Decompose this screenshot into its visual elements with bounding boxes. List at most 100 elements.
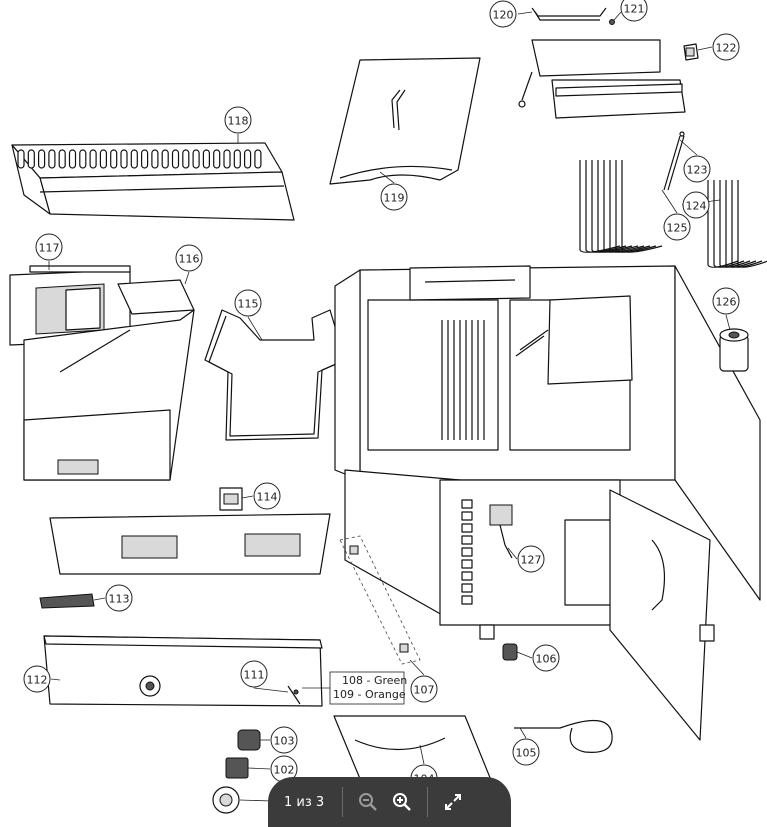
part-101-knob (212, 786, 240, 814)
callout-label: 120 (493, 9, 514, 22)
panel-socket (461, 583, 473, 593)
part-126-cylinder (719, 328, 749, 372)
callout-leader (253, 687, 289, 693)
part-102-switch (225, 757, 249, 779)
callout-label: 119 (384, 192, 405, 205)
callout-123: 123 (683, 155, 711, 183)
part-116-drawer (23, 279, 195, 481)
rack-slot (182, 149, 190, 169)
rack-slot (254, 149, 262, 169)
callout-102: 102 (270, 755, 298, 783)
callout-leader (247, 767, 271, 770)
rack-slot (110, 149, 118, 169)
rack-slot (151, 149, 159, 169)
zoom-out-button[interactable] (351, 785, 385, 819)
rack-slot (79, 149, 87, 169)
toolbar-separator (342, 787, 344, 817)
rack-slot (130, 149, 138, 169)
part-119-lid (329, 57, 481, 185)
callout-115: 115 (234, 289, 262, 317)
callout-label: 121 (624, 3, 645, 16)
part-121-screw (609, 19, 615, 25)
callout-label: 107 (414, 684, 435, 697)
callout-label: 113 (109, 593, 130, 606)
part-120-rod (531, 7, 607, 21)
heater-loop (713, 180, 745, 268)
callout-leader (419, 744, 425, 765)
callout-leader (241, 495, 254, 499)
callout-leader (517, 11, 533, 15)
callout-118: 118 (224, 106, 252, 134)
color-note-green: 108 - Green (342, 674, 407, 687)
fullscreen-icon (445, 794, 462, 810)
heater-loop (719, 180, 751, 268)
callout-leader (93, 597, 106, 601)
rack-slot (171, 149, 180, 169)
callout-label: 115 (238, 298, 259, 311)
callout-103: 103 (270, 726, 298, 754)
part-105-cable (514, 719, 613, 753)
page-indicator: 1 из 3 (284, 794, 325, 810)
control-box-top (518, 39, 686, 119)
callout-112: 112 (23, 665, 51, 693)
callout-label: 122 (716, 42, 737, 55)
callout-label: 106 (536, 653, 557, 666)
callout-leader (661, 189, 678, 214)
callout-leader (409, 659, 425, 676)
panel-socket (461, 535, 473, 545)
color-notes-box: 108 - Green 109 - Orange (302, 671, 407, 705)
panel-socket (461, 571, 473, 581)
part-103-switch (237, 729, 261, 751)
callout-111: 111 (240, 660, 268, 688)
rack-slot (213, 149, 221, 169)
callout-label: 114 (257, 491, 278, 504)
rack-slot (161, 149, 169, 169)
rack-slot (27, 149, 35, 169)
rack-slot (223, 149, 231, 169)
fryer-main-body (334, 265, 761, 741)
fullscreen-button[interactable] (436, 785, 470, 819)
callout-125: 125 (663, 213, 691, 241)
panel-socket (461, 547, 473, 557)
panel-socket (461, 523, 473, 533)
callout-leader (50, 678, 61, 681)
callout-label: 103 (274, 735, 295, 748)
part-122-clip (683, 43, 699, 61)
part-124-heating-element-left (579, 160, 663, 253)
callout-leader (613, 11, 622, 21)
zoom-in-button[interactable] (385, 785, 419, 819)
callout-127: 127 (517, 545, 545, 573)
callout-leader (507, 547, 518, 560)
zoom-in-icon (393, 793, 412, 811)
zoom-out-icon (359, 793, 378, 811)
callout-107: 107 (410, 675, 438, 703)
callout-114: 114 (253, 482, 281, 510)
callout-124: 124 (682, 191, 710, 219)
toolbar-separator (427, 787, 429, 817)
rack-slot (58, 149, 66, 169)
callout-113: 113 (105, 584, 133, 612)
part-123-probe (663, 131, 685, 191)
part-114-relay (219, 487, 243, 511)
callout-117: 117 (35, 233, 63, 261)
callout-116: 116 (175, 244, 203, 272)
part-113-terminal-strip (39, 593, 95, 609)
part-106-connector (502, 643, 518, 661)
viewer-toolbar: 1 из 3 (268, 777, 511, 827)
callout-label: 125 (667, 222, 688, 235)
callout-label: 123 (687, 164, 708, 177)
callout-label: 116 (179, 253, 200, 266)
callout-label: 111 (244, 669, 265, 682)
callout-leader (239, 799, 273, 802)
heater-loop (707, 180, 739, 268)
callout-leader (247, 316, 263, 341)
callout-label: 124 (686, 200, 707, 213)
callout-label: 102 (274, 764, 295, 777)
color-note-orange: 109 - Orange (333, 688, 406, 701)
callout-label: 112 (27, 674, 48, 687)
callout-label: 126 (716, 296, 737, 309)
callout-label: 105 (516, 747, 537, 760)
callout-120: 120 (489, 0, 517, 28)
panel-socket (461, 511, 473, 521)
